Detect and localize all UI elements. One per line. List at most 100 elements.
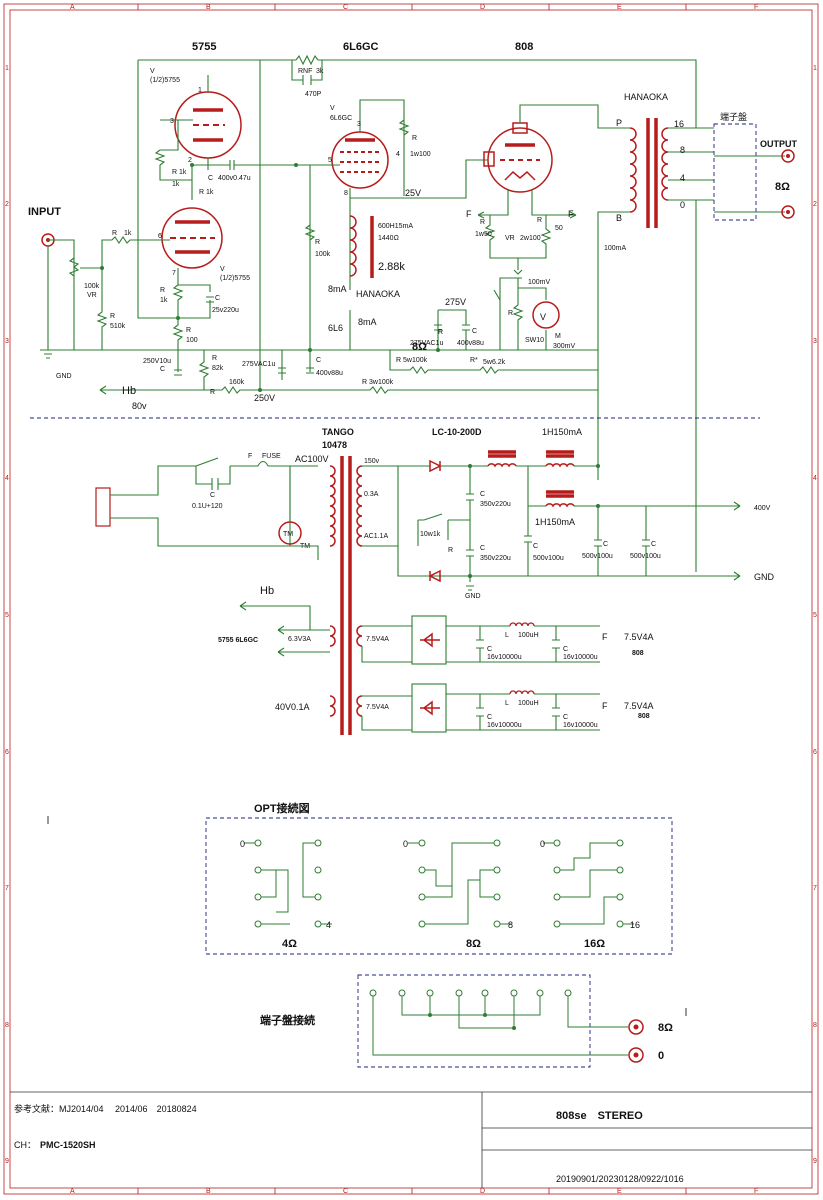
c-b-label: C bbox=[563, 646, 568, 653]
choke-lc10 bbox=[487, 463, 517, 468]
gnd-main-label: GND bbox=[754, 572, 775, 582]
terminal-0: 0 bbox=[658, 1050, 664, 1062]
power-switch bbox=[195, 457, 219, 467]
col-label: B bbox=[206, 4, 211, 11]
sec2-label: 7.5V4A bbox=[366, 704, 389, 711]
r5w100k: R 5w100k bbox=[396, 357, 428, 364]
opt-8ohm-label: 8Ω bbox=[466, 938, 481, 950]
f-out-2: F bbox=[602, 701, 608, 711]
row-label: 4 bbox=[813, 475, 817, 482]
filament-f-left: F bbox=[466, 209, 472, 219]
v25-label: 25V bbox=[405, 188, 421, 198]
meter-symbol: V bbox=[540, 312, 546, 322]
title-block: 参考文献：MJ2014/04 2014/06 20180824 CH： PMC-… bbox=[10, 1091, 812, 1188]
c-c-label: C bbox=[487, 714, 492, 721]
nf-cap-value: 470P bbox=[305, 91, 322, 98]
row-label: 4 bbox=[5, 475, 9, 482]
tube-808-b: 808 bbox=[638, 713, 650, 720]
row-label: 9 bbox=[5, 1158, 9, 1165]
drawing-border bbox=[3, 3, 819, 1195]
v1-label-line2: (1/2)5755 bbox=[150, 77, 180, 84]
choke-1h-a bbox=[545, 463, 575, 468]
grid-labels: A B C D E F A B C D E F 1 2 3 4 5 6 7 8 … bbox=[5, 4, 817, 1195]
tango-label: TANGO bbox=[322, 427, 354, 437]
col-label: E bbox=[617, 4, 622, 11]
fuse-label: FUSE bbox=[262, 453, 281, 460]
opt-tap-16: 16 bbox=[674, 119, 684, 129]
out1-label: 7.5V4A bbox=[624, 632, 654, 642]
pin-2: 2 bbox=[188, 157, 192, 164]
choke1-label: 1H150mA bbox=[542, 427, 582, 437]
c-b-label: C bbox=[472, 328, 477, 335]
ac100-label: AC100V bbox=[295, 454, 329, 464]
r160-label: R bbox=[210, 389, 215, 396]
r82-value: 82k bbox=[212, 365, 224, 372]
heater-40v: 40V0.1A bbox=[275, 702, 310, 712]
c350b-value: 350v220u bbox=[480, 555, 511, 562]
rectifier-label: LC-10-200D bbox=[432, 427, 482, 437]
opt-16ohm-label: 16Ω bbox=[584, 938, 605, 950]
c350b-label: C bbox=[480, 545, 485, 552]
filament-inductor-1 bbox=[509, 622, 535, 627]
tube-5755-heading: 5755 bbox=[192, 41, 216, 53]
input-label: INPUT bbox=[28, 206, 61, 218]
out2-label: 7.5V4A bbox=[624, 701, 654, 711]
r-label: R 1k bbox=[172, 169, 187, 176]
vr-label: VR bbox=[87, 292, 97, 299]
c500a-value: 500v100u bbox=[533, 555, 564, 562]
meter-switch bbox=[493, 289, 501, 301]
c01-value: 0.1U+120 bbox=[192, 503, 223, 510]
v275-label: 275V bbox=[445, 297, 466, 307]
opt-tap-0: 0 bbox=[680, 200, 685, 210]
r510-label: R bbox=[110, 313, 115, 320]
output-ohm-label: 8Ω bbox=[775, 181, 790, 193]
heater-hb: Hb bbox=[260, 585, 274, 597]
cathode-current-a: 8mA bbox=[328, 284, 347, 294]
heater-section: Hb 5755 6L6GC 6.3V3A 40V0.1A 7.5V4A L 10… bbox=[218, 585, 654, 733]
r510-value: 510k bbox=[110, 323, 126, 330]
r1w50-value: 1w50 bbox=[475, 231, 492, 238]
col-label: A bbox=[70, 1188, 75, 1195]
opt16-tap: 16 bbox=[630, 920, 640, 930]
pin-4: 4 bbox=[396, 151, 400, 158]
rnf-resistor bbox=[295, 54, 319, 66]
l2-value: 100uH bbox=[518, 700, 539, 707]
c-ac1u-label: R bbox=[438, 329, 443, 336]
v250-label: 250V bbox=[254, 393, 275, 403]
cathode-current-b: 8mA bbox=[358, 317, 377, 327]
choke-resistance: 1440Ω bbox=[378, 235, 399, 242]
opt-wiring-diagram: OPT接続図 0 4 4Ω 0 8 8Ω 0 16 16Ω bbox=[47, 801, 673, 955]
vr-label-2: VR bbox=[505, 235, 515, 242]
meter-range: 300mV bbox=[553, 343, 576, 350]
c400-label: C bbox=[316, 357, 321, 364]
terminal-out-0 bbox=[628, 1047, 644, 1063]
808-grid-cap bbox=[483, 151, 495, 167]
r1k-value-a: 1k bbox=[172, 181, 180, 188]
c-d-value: 16v10000u bbox=[563, 722, 598, 729]
c-b-value: 16v10000u bbox=[563, 654, 598, 661]
6l6-name-label: 6L6GC bbox=[330, 115, 352, 122]
opt-secondary bbox=[661, 127, 669, 201]
col-label: C bbox=[343, 1188, 348, 1195]
choke2-label: 1H150mA bbox=[535, 517, 575, 527]
amplifier-section: 5755 6L6GC 808 HANAOKA 端子盤 OUTPUT 8Ω INP… bbox=[28, 41, 798, 572]
ck-value: 25v220u bbox=[212, 307, 239, 314]
c-ac1u-value: 275VAC1u bbox=[410, 340, 443, 347]
ohm8-label: 8Ω bbox=[412, 341, 427, 353]
triode-808 bbox=[487, 127, 553, 193]
v1-label-line1: V bbox=[150, 68, 155, 75]
opt-diagram-title: OPT接続図 bbox=[254, 801, 310, 815]
mains-primary bbox=[329, 465, 336, 547]
heater-winding-2 bbox=[329, 695, 336, 717]
opt-tap-8: 8 bbox=[680, 145, 685, 155]
col-label: A bbox=[70, 4, 75, 11]
volume-vr bbox=[68, 257, 80, 277]
opt-b-label: B bbox=[616, 213, 622, 223]
tube-6l6-label: 6L6 bbox=[328, 323, 343, 333]
r10w1k-label: R bbox=[448, 547, 453, 554]
l2-label: L bbox=[505, 700, 509, 707]
r50-label: R bbox=[537, 217, 542, 224]
tube-808-heading: 808 bbox=[515, 41, 533, 53]
sec1-label: 7.5V4A bbox=[366, 636, 389, 643]
pin-5: 5 bbox=[328, 157, 332, 164]
